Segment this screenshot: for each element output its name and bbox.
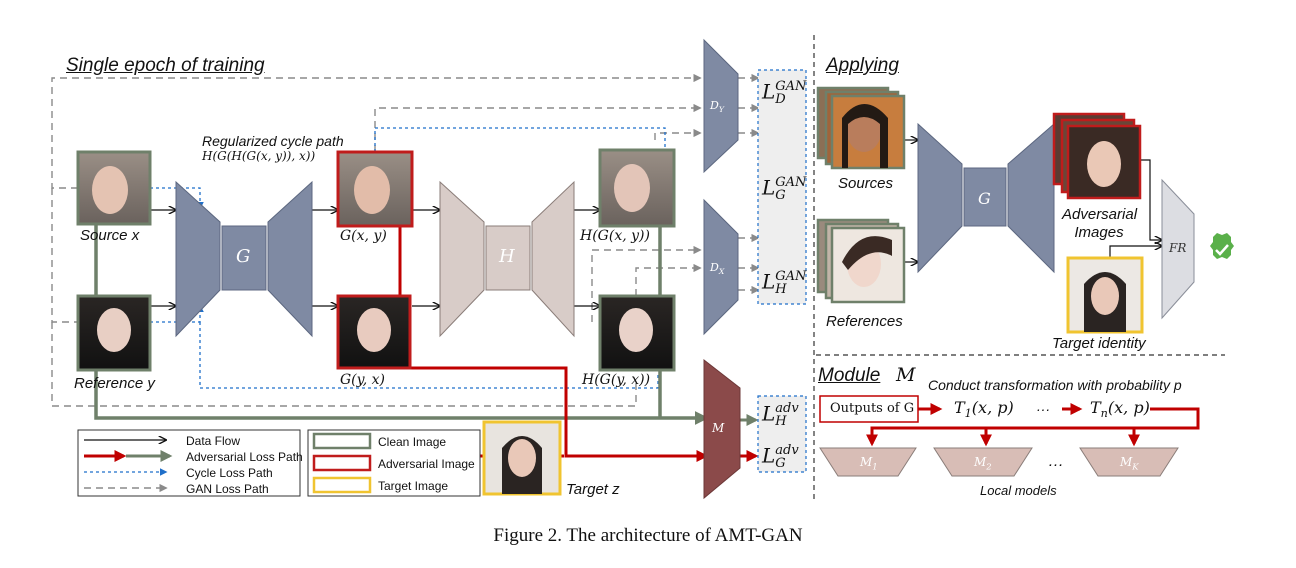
legend-clean-image: Clean Image — [378, 435, 447, 449]
cycle-path-formula: H(G(H(G(x, y)), x)) — [202, 149, 316, 163]
reference-y-image — [76, 294, 152, 372]
face-recognition-block — [1161, 178, 1195, 320]
h-g-yx-label: H(G(y, x)) — [582, 372, 651, 388]
applying-title: Applying — [826, 55, 899, 76]
target-z-label: Target z — [566, 481, 620, 498]
module-m-block — [703, 358, 741, 500]
discriminator-dx — [703, 198, 739, 336]
m1-label: M1 — [860, 455, 878, 472]
sources-image-stack — [816, 86, 906, 170]
module-title: Module — [818, 365, 881, 386]
legend-data-flow: Data Flow — [186, 434, 241, 448]
h-g-xy-image — [598, 148, 676, 228]
local-model-mk — [1079, 447, 1179, 477]
figure-caption: Figure 2. The architecture of AMT-GAN — [493, 525, 803, 546]
references-label: References — [826, 313, 903, 330]
module-symbol: M — [896, 364, 916, 386]
adversarial-images-label: Adversarial Images — [1062, 206, 1138, 241]
m2-label: M2 — [974, 455, 992, 472]
legend-target-image: Target Image — [378, 479, 449, 493]
generator-g-apply — [917, 122, 1055, 274]
legend-cycle-loss-path: Cycle Loss Path — [186, 466, 273, 480]
target-identity-label: Target identity — [1052, 335, 1146, 352]
local-model-m2 — [933, 447, 1033, 477]
training-title: Single epoch of training — [66, 55, 265, 76]
module-ellipsis: ··· — [1036, 401, 1050, 417]
mk-label: MK — [1120, 455, 1139, 472]
legend-gan-loss-path: GAN Loss Path — [186, 482, 269, 496]
dy-block-label: DY — [710, 99, 724, 115]
conduct-label: Conduct transformation with probability … — [928, 377, 1182, 393]
h-block-label: H — [499, 246, 515, 267]
tn-label: Tn(x, p) — [1090, 398, 1150, 421]
g-yx-label: G(y, x) — [340, 372, 385, 388]
sources-label: Sources — [838, 175, 894, 192]
h-g-yx-image — [598, 294, 676, 372]
t1-label: T1(x, p) — [954, 398, 1014, 421]
local-models-label: Local models — [980, 483, 1057, 498]
local-model-m1 — [819, 447, 917, 477]
fr-block-label: FR — [1169, 241, 1187, 255]
local-models-dots: … — [1048, 453, 1064, 470]
h-block — [439, 180, 575, 338]
generator-g-block — [175, 180, 313, 338]
adversarial-images-stack — [1052, 112, 1142, 200]
outputs-of-g-box — [819, 395, 919, 423]
discriminator-dy — [703, 38, 739, 174]
target-identity-image — [1066, 256, 1144, 334]
references-image-stack — [816, 218, 906, 304]
h-g-xy-label: H(G(x, y)) — [580, 228, 650, 244]
source-x-label: Source x — [80, 227, 140, 244]
legend-adversarial-loss-path: Adversarial Loss Path — [186, 450, 303, 464]
g-apply-label: G — [978, 189, 991, 208]
g-yx-image — [336, 294, 412, 370]
reference-y-label: Reference y — [74, 375, 155, 392]
g-xy-label: G(x, y) — [340, 228, 387, 244]
legend-adversarial-image: Adversarial Image — [378, 457, 475, 471]
gan-loss-box — [757, 69, 807, 305]
outputs-of-g-label: Outputs of G — [830, 401, 915, 416]
dx-block-label: DX — [710, 261, 725, 277]
target-z-image — [482, 420, 562, 496]
g-block-label: G — [236, 246, 251, 267]
legend — [77, 429, 481, 497]
cycle-path-title: Regularized cycle path — [202, 133, 344, 149]
m-block-label: M — [712, 421, 725, 435]
g-xy-image — [336, 150, 414, 228]
check-badge-icon — [1210, 233, 1234, 259]
source-x-image — [76, 150, 152, 226]
module-arrows — [866, 403, 1200, 447]
adv-loss-box — [757, 395, 807, 473]
